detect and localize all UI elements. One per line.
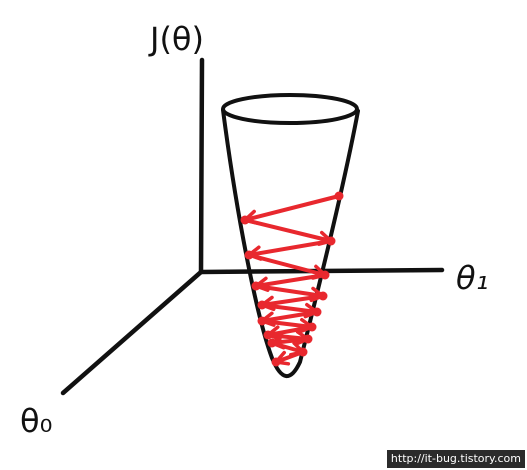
descent-point-10	[257, 316, 267, 326]
descent-step-11	[266, 325, 314, 337]
theta0-axis-label: θ₀	[20, 402, 52, 440]
descent-step-5	[254, 273, 327, 288]
theta1-axis-label: θ₁	[456, 259, 488, 297]
descent-step-8	[260, 303, 319, 314]
descent-step-15	[274, 350, 305, 364]
descent-step-4	[247, 253, 327, 277]
descent-point-3	[326, 236, 336, 246]
descent-point-12	[263, 330, 273, 340]
cost-axis-label: J(θ)	[148, 20, 204, 58]
descent-point-9	[312, 307, 322, 317]
descent-point-14	[267, 338, 277, 348]
descent-step-1	[243, 194, 341, 222]
descent-step-9	[260, 310, 319, 323]
descent-step-13	[270, 337, 310, 345]
theta0-axis	[60, 269, 204, 396]
descent-step-14	[270, 341, 305, 354]
cone-rim	[221, 93, 359, 125]
descent-step-3	[247, 239, 333, 257]
descent-point-15	[298, 347, 308, 357]
descent-point-7	[318, 291, 328, 301]
descent-point-16	[271, 357, 281, 367]
cone-body	[221, 108, 360, 378]
cost-function-surface	[221, 93, 360, 378]
descent-point-5	[320, 270, 330, 280]
descent-step-7	[260, 294, 325, 307]
axes	[60, 57, 445, 396]
descent-point-8	[257, 300, 267, 310]
descent-point-11	[307, 322, 317, 332]
descent-point-2	[240, 215, 250, 225]
descent-point-13	[303, 334, 313, 344]
descent-path	[240, 191, 344, 367]
descent-point-6	[251, 281, 261, 291]
watermark: http://it-bug.tistory.com	[386, 450, 525, 468]
descent-step-2	[243, 218, 333, 243]
descent-point-4	[244, 250, 254, 260]
descent-step-6	[254, 284, 325, 298]
descent-step-10	[260, 319, 314, 329]
cost-axis	[198, 57, 205, 275]
descent-point-1	[334, 191, 344, 201]
